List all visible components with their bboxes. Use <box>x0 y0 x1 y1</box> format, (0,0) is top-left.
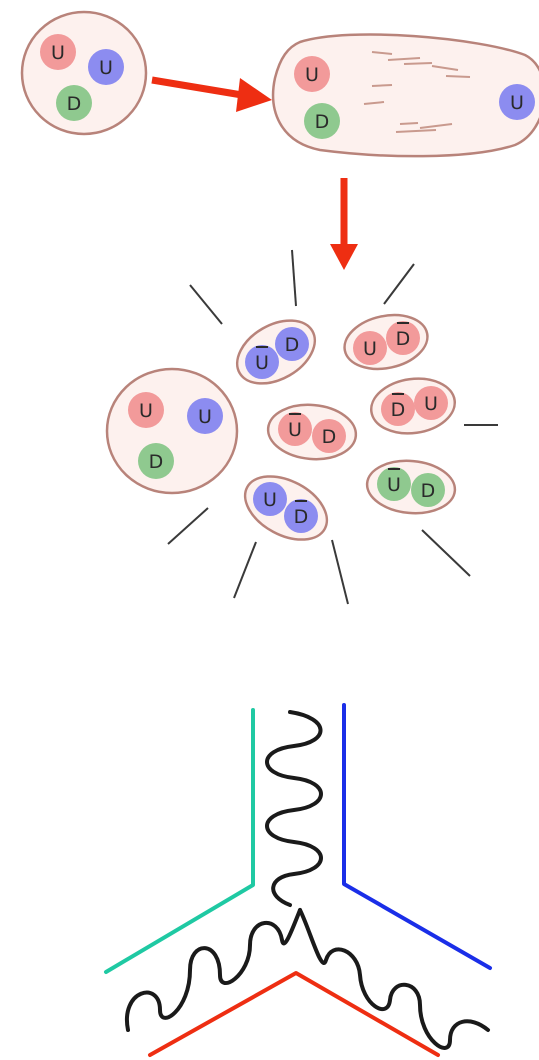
stretched-panel: U D U <box>273 34 539 156</box>
line-red <box>150 973 438 1055</box>
arrow-right-head <box>236 78 272 112</box>
hadron-proton-quark-3: D <box>138 443 174 479</box>
line-blue <box>344 705 490 968</box>
hadron-proton-quark-2: U <box>187 398 223 434</box>
quark-label: U <box>510 92 524 114</box>
meson-6: U D <box>365 457 457 516</box>
stretched-membrane <box>273 34 539 156</box>
gluon-vertical <box>267 712 321 905</box>
quark-label: D <box>67 93 82 115</box>
junction-panel <box>106 705 490 1055</box>
proton-quark-3: D <box>56 85 92 121</box>
quark-label: U <box>198 406 212 428</box>
quark-label: D <box>322 426 337 448</box>
quark-label: U <box>387 474 401 496</box>
quark-label: D <box>149 451 164 473</box>
gluon-left <box>127 910 300 1030</box>
proton-panel: U U D <box>22 12 146 134</box>
quark-label: D <box>285 334 300 356</box>
stretched-quark-3: U <box>499 84 535 120</box>
hadron-proton: U U D <box>107 369 237 493</box>
meson-1: U D <box>226 308 326 397</box>
quark-label: D <box>294 506 309 528</box>
proton-quark-2: U <box>88 49 124 85</box>
quark-label: D <box>315 111 330 133</box>
quark-label: U <box>139 400 153 422</box>
quark-label: U <box>424 393 438 415</box>
gluon-right <box>300 910 488 1048</box>
quark-label: D <box>396 328 411 350</box>
quark-label: U <box>363 338 377 360</box>
quark-label: D <box>421 480 436 502</box>
hadron-proton-membrane <box>107 369 237 493</box>
quark-label: U <box>99 57 113 79</box>
hadronization-panel: U U D U D U D <box>107 250 498 604</box>
quark-label: U <box>288 419 302 441</box>
quark-label: U <box>255 352 269 374</box>
hadron-proton-quark-1: U <box>128 392 164 428</box>
stretched-quark-1: U <box>294 56 330 92</box>
stretched-quark-2: D <box>304 103 340 139</box>
arrow-down-head <box>330 244 358 270</box>
arrow-right <box>152 80 248 96</box>
line-cyan <box>106 710 253 972</box>
meson-4: D U <box>368 373 459 438</box>
quark-label: D <box>391 399 406 421</box>
proton-quark-1: U <box>40 34 76 70</box>
quark-label: U <box>51 42 65 64</box>
quark-label: U <box>305 64 319 86</box>
meson-5: U D <box>234 464 337 553</box>
meson-2: U D <box>340 308 433 376</box>
meson-3: U D <box>266 401 358 462</box>
quark-label: U <box>263 489 277 511</box>
